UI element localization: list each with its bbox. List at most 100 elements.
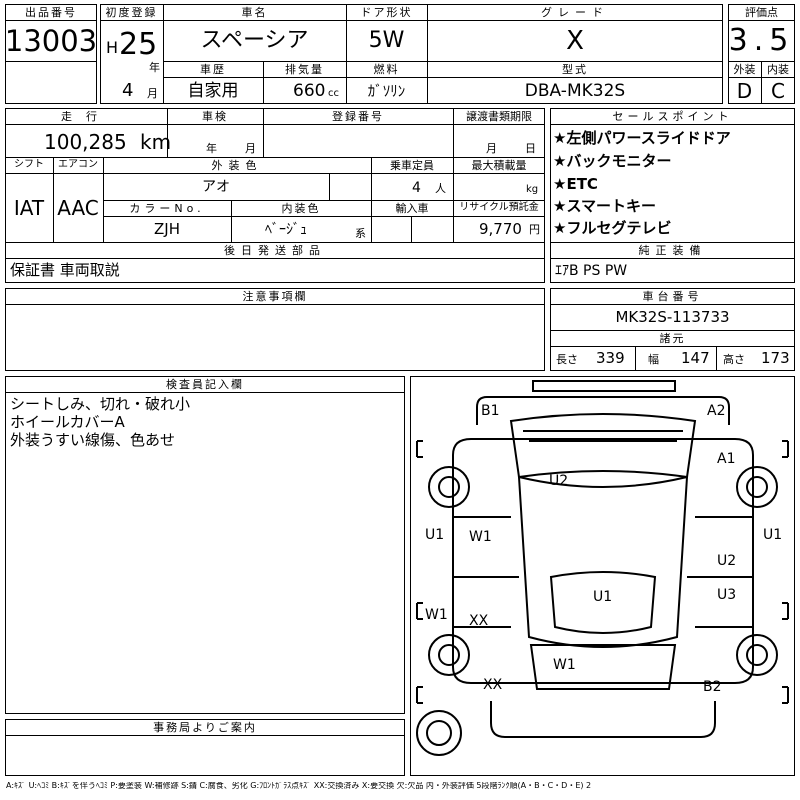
exterior-label: 外装 <box>733 62 756 76</box>
capacity-label: 乗車定員 <box>390 158 434 172</box>
inspection-month-unit: 月 <box>245 142 256 155</box>
sales-item: ★スマートキー <box>553 197 656 215</box>
interior-grade: C <box>771 79 785 103</box>
damage-mark: U1 <box>763 527 782 543</box>
car-name: スペーシア <box>200 28 309 53</box>
damage-diagram: B1 A2 A1 U2 U1 U1 W1 U2 U1 W1 U3 XX W1 X… <box>410 376 795 776</box>
int-color-value: ﾍﾞｰｼﾞｭ <box>265 221 307 238</box>
load-unit: kg <box>526 184 539 195</box>
int-color-unit: 系 <box>355 227 366 240</box>
length-value: 339 <box>596 349 625 367</box>
damage-mark: A2 <box>707 403 725 419</box>
recycle-unit: 円 <box>529 223 540 236</box>
transfer-label: 譲渡書類期限 <box>466 109 532 123</box>
later-parts-label: 後日発送部品 <box>224 243 326 257</box>
capacity-value: 4 <box>412 180 421 196</box>
displacement-value: 660 <box>293 81 326 101</box>
color-label: 外装色 <box>211 158 263 172</box>
month-unit: 月 <box>147 87 158 100</box>
damage-mark: B2 <box>703 679 722 695</box>
height-label: 高さ <box>723 353 745 366</box>
damage-mark: U3 <box>717 587 736 603</box>
lot-number: 13003 <box>4 23 98 58</box>
inspector-note: ホイールカバーA <box>10 413 125 431</box>
color-no-label: カラーNo. <box>129 201 205 215</box>
import-label: 輸入車 <box>395 201 429 215</box>
displacement-unit: cc <box>328 88 339 99</box>
sales-box <box>550 108 795 283</box>
mileage-unit: km <box>140 130 172 154</box>
details-box <box>5 108 545 283</box>
transfer-month-unit: 月 <box>486 142 497 155</box>
load-label: 最大積載量 <box>471 158 527 172</box>
mileage-label: 走行 <box>61 109 111 123</box>
displacement-label: 排気量 <box>285 62 324 76</box>
damage-mark: A1 <box>717 451 735 467</box>
legend: A:ｷｽﾞ U:ﾍｺﾐ B:ｷｽﾞを伴うﾍｺﾐ P:要塗装 W:補修跡 S:錆 … <box>6 782 592 790</box>
damage-mark: W1 <box>425 607 448 623</box>
damage-mark: W1 <box>469 529 492 545</box>
chassis-number: MK32S-113733 <box>615 308 730 326</box>
damage-mark: B1 <box>481 403 500 419</box>
ac-value: AAC <box>57 196 99 220</box>
sales-item: ★左側パワースライドドア <box>553 129 731 147</box>
inspection-label: 車検 <box>202 109 228 123</box>
damage-mark: W1 <box>553 657 576 673</box>
grade-label: グレード <box>541 5 609 19</box>
inspection-year-unit: 年 <box>206 142 217 155</box>
later-parts-value: 保証書 車両取説 <box>10 261 120 279</box>
inspector-note: シートしみ、切れ・破れ小 <box>10 395 191 413</box>
grade-value: X <box>566 26 584 56</box>
main-header-box <box>100 4 723 104</box>
door-type: 5W <box>368 28 405 53</box>
chassis-label: 車台番号 <box>642 289 703 303</box>
width-value: 147 <box>681 349 710 367</box>
notes-box <box>5 288 545 371</box>
transfer-day-unit: 日 <box>525 142 536 155</box>
fuel-label: 燃料 <box>373 62 400 76</box>
recycle-value: 9,770 <box>479 220 522 238</box>
era: H <box>106 38 119 57</box>
score-value: 3.5 <box>728 23 795 58</box>
interior-label: 内装 <box>767 62 789 76</box>
shift-label: シフト <box>14 159 44 170</box>
inspector-note: 外装うすい線傷、色あせ <box>10 431 176 449</box>
inspector-label: 検査員記入欄 <box>166 377 244 391</box>
notes-label: 注意事項欄 <box>242 289 308 303</box>
sales-item: ★バックモニター <box>553 152 672 170</box>
model-label: 型式 <box>562 62 588 76</box>
sales-label: セールスポイント <box>612 109 733 123</box>
damage-mark: XX <box>483 677 503 693</box>
history-value: 自家用 <box>187 80 239 101</box>
damage-mark: U2 <box>717 553 736 569</box>
car-body-diagram: B1 A2 A1 U2 U1 U1 W1 U2 U1 W1 U3 XX W1 X… <box>416 380 789 756</box>
int-color-label: 内装色 <box>281 201 321 215</box>
office-box <box>5 719 405 776</box>
damage-mark: U1 <box>425 527 444 543</box>
inspector-box <box>5 376 405 714</box>
model-code: DBA-MK32S <box>524 80 626 101</box>
ac-label: エアコン <box>58 159 98 170</box>
height-value: 173 <box>761 349 790 367</box>
genuine-label: 純正装備 <box>638 243 707 257</box>
reg-month: 4 <box>122 80 134 101</box>
history-label: 車歴 <box>200 62 226 76</box>
width-label: 幅 <box>648 353 659 366</box>
score-label: 評価点 <box>745 5 778 19</box>
dims-label: 諸元 <box>659 331 686 345</box>
fuel-value: ｶﾞｿﾘﾝ <box>367 81 406 100</box>
office-label: 事務局よりご案内 <box>153 720 257 734</box>
sales-item: ★ETC <box>553 175 598 193</box>
damage-mark: U1 <box>593 589 612 605</box>
first-reg-label: 初度登録 <box>105 5 158 19</box>
lot-box <box>5 4 97 104</box>
exterior-grade: D <box>736 79 753 103</box>
genuine-value: ｴｱB PS PW <box>555 263 628 279</box>
capacity-unit: 人 <box>435 182 446 195</box>
plate-label: 登録番号 <box>332 109 384 123</box>
mileage-value: 100,285 <box>44 130 127 154</box>
chassis-box <box>550 288 795 371</box>
sales-item: ★フルセグテレビ <box>553 219 672 237</box>
reg-year: 25 <box>119 27 158 62</box>
color-no-value: ZJH <box>154 220 180 238</box>
